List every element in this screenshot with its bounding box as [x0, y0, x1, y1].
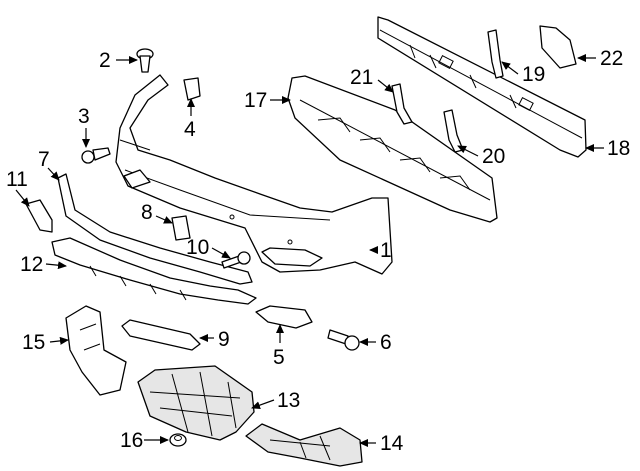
callout-16: 16 — [120, 429, 143, 452]
energy-absorber-part — [287, 75, 498, 223]
diffuser-part — [51, 237, 257, 305]
callout-9: 9 — [218, 328, 230, 351]
nut-part — [169, 433, 187, 447]
leader-lines — [15, 54, 604, 447]
callout-4: 4 — [184, 118, 196, 141]
callout-6: 6 — [380, 331, 392, 354]
side-bracket-part — [255, 305, 313, 329]
callout-19: 19 — [522, 63, 545, 86]
callout-7: 7 — [38, 148, 50, 171]
retainer-part — [171, 215, 191, 241]
callout-15: 15 — [22, 331, 45, 354]
callout-1: 1 — [380, 239, 392, 262]
callout-5: 5 — [273, 346, 285, 369]
callout-3: 3 — [78, 105, 90, 128]
callout-21: 21 — [350, 66, 373, 89]
bolt-10-part — [221, 251, 251, 269]
push-pin-clip-part — [136, 48, 154, 73]
under-cover-part — [137, 365, 255, 441]
screw-part — [81, 147, 111, 164]
air-deflector-part — [65, 305, 127, 396]
callout-13: 13 — [277, 389, 300, 412]
callout-8: 8 — [141, 201, 153, 224]
splash-shield-part — [245, 423, 363, 467]
bumper-cover-part — [115, 74, 393, 275]
callout-14: 14 — [380, 432, 404, 455]
callout-17: 17 — [244, 89, 267, 112]
callout-10: 10 — [186, 236, 209, 259]
callout-11: 11 — [6, 168, 28, 191]
bracket-19-part — [487, 29, 504, 79]
callout-12: 12 — [20, 253, 43, 276]
lower-trim-part — [57, 173, 253, 285]
bracket-21-part — [391, 83, 413, 125]
bracket-22-part — [539, 25, 577, 69]
bolt-6-part — [327, 329, 360, 351]
reflector-part — [121, 319, 201, 351]
side-molding-part — [25, 199, 53, 233]
clip-nut-part — [183, 77, 201, 101]
callout-18: 18 — [607, 137, 630, 160]
callout-labels: 1 2 3 4 5 6 7 8 9 10 11 12 13 14 15 16 1… — [6, 47, 630, 455]
callout-22: 22 — [600, 47, 623, 70]
impact-bar-part — [377, 16, 587, 158]
callout-20: 20 — [482, 145, 505, 168]
callout-2: 2 — [99, 49, 111, 72]
